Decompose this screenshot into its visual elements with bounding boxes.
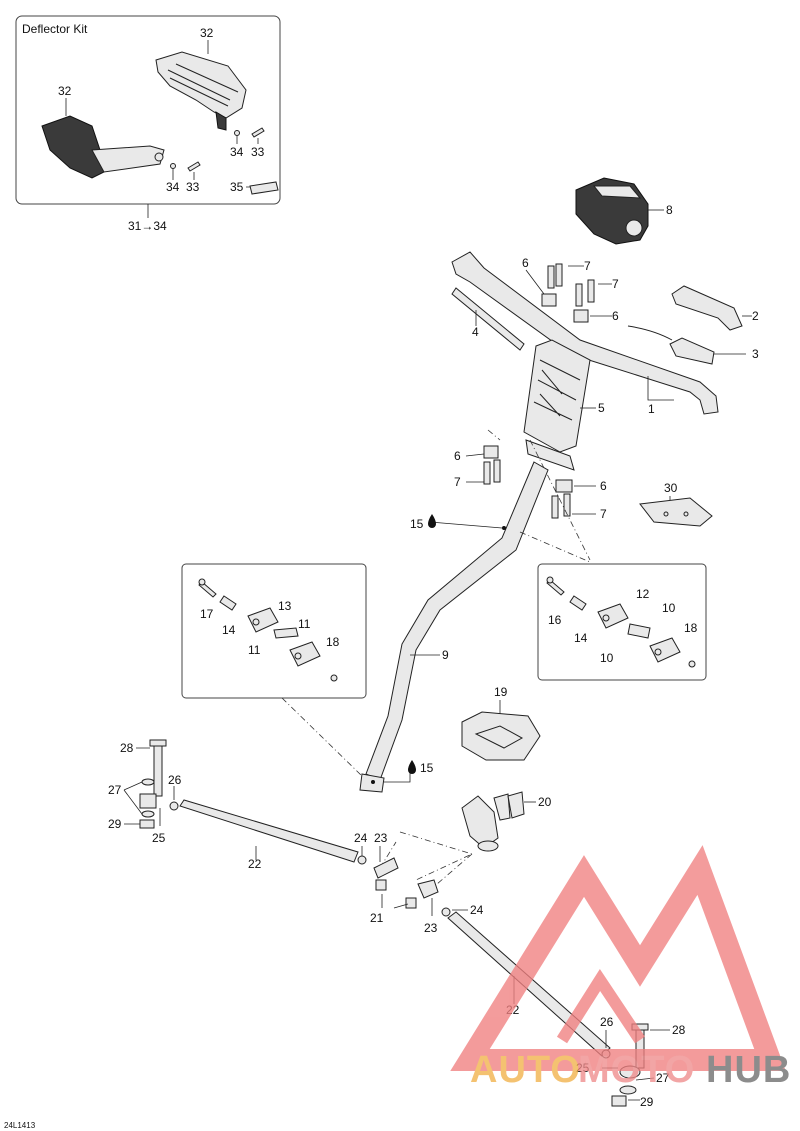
part-3-grip: 3 xyxy=(627,325,759,365)
callout-9: 9 xyxy=(442,648,449,662)
callout-12: 12 xyxy=(636,587,650,601)
callout-3: 3 xyxy=(752,347,759,361)
kit-title: Deflector Kit xyxy=(22,22,88,36)
callout-23-upper: 23 xyxy=(374,831,388,845)
callout-6-top-left: 6 xyxy=(522,256,529,270)
deflector-lower xyxy=(41,115,165,179)
callout-22-left: 22 xyxy=(248,857,262,871)
callout-34-lower: 34 xyxy=(166,180,180,194)
callout-16: 16 xyxy=(548,613,562,627)
center-pitman-bracket: 20 xyxy=(379,791,552,891)
callout-7-lower-right: 7 xyxy=(600,507,607,521)
callout-7-top-left: 7 xyxy=(584,259,591,273)
callout-7-top-right: 7 xyxy=(612,277,619,291)
center-tie-rod-ends: 24 23 21 23 24 xyxy=(354,831,484,935)
callout-10-left: 10 xyxy=(600,651,614,665)
callout-11-left: 11 xyxy=(248,643,261,657)
grease-drop-icon xyxy=(408,760,416,774)
watermark-hub: HUB xyxy=(706,1049,791,1091)
callout-20: 20 xyxy=(538,795,552,809)
callout-10-right: 10 xyxy=(662,601,676,615)
watermark-auto: AUTO xyxy=(470,1049,581,1091)
deflector-kit-panel: Deflector Kit 32 32 34 33 34 33 35 xyxy=(15,15,281,205)
part-22-tie-rod-left: 22 xyxy=(179,799,359,871)
callout-26-right: 26 xyxy=(600,1015,614,1029)
callout-6-lower-left: 6 xyxy=(454,449,461,463)
callout-15-lower: 15 xyxy=(420,761,434,775)
watermark-moto: MOTO xyxy=(578,1049,695,1091)
callout-29-right: 29 xyxy=(640,1095,654,1109)
callout-33-upper: 33 xyxy=(251,145,265,159)
callout-33-lower: 33 xyxy=(186,180,200,194)
part-2-grip: 2 xyxy=(671,285,759,331)
watermark-logo: AUTO MOTO HUB xyxy=(450,845,791,1091)
callout-2: 2 xyxy=(752,309,759,323)
callout-32-upper: 32 xyxy=(200,26,214,40)
callout-5: 5 xyxy=(598,401,605,415)
callout-8: 8 xyxy=(666,203,673,217)
callout-21: 21 xyxy=(370,911,384,925)
callout-30: 30 xyxy=(664,481,678,495)
callout-15-upper: 15 xyxy=(410,517,424,531)
callout-7-lower-left: 7 xyxy=(454,475,461,489)
kit-range-label: 31→34 xyxy=(128,219,167,233)
part-8-cover: 8 xyxy=(575,177,673,245)
callout-29-left: 29 xyxy=(108,817,122,831)
callout-17: 17 xyxy=(200,607,214,621)
part-30-plate: 30 xyxy=(639,481,713,527)
callout-32-lower: 32 xyxy=(58,84,72,98)
deflector-upper xyxy=(155,51,247,131)
grease-drop-icon xyxy=(428,514,436,528)
callout-27-right: 27 xyxy=(656,1071,670,1085)
part-4-rod: 4 xyxy=(451,287,525,351)
callout-11-right: 11 xyxy=(298,617,311,631)
part-9-steering-column: 15 9 15 xyxy=(359,461,549,793)
part-19-boot: 19 xyxy=(461,685,541,761)
detail-left-panel: 17 14 13 11 11 18 xyxy=(181,563,367,777)
callout-34-upper: 34 xyxy=(230,145,244,159)
callout-35: 35 xyxy=(230,180,244,194)
detail-right-panel: 16 14 12 10 10 18 xyxy=(519,531,707,681)
callout-18-right: 18 xyxy=(684,621,698,635)
top-clamps: 6 7 7 6 xyxy=(522,256,619,323)
callout-18-left: 18 xyxy=(326,635,340,649)
callout-28-right: 28 xyxy=(672,1023,686,1037)
drawing-code: 24L1413 xyxy=(4,1121,36,1130)
callout-1: 1 xyxy=(648,402,655,416)
callout-14-right: 14 xyxy=(574,631,588,645)
kit-hardware xyxy=(170,127,279,195)
callout-28-left: 28 xyxy=(120,741,134,755)
column-head: 6 7 6 7 xyxy=(454,429,607,561)
callout-23-lower: 23 xyxy=(424,921,438,935)
callout-24-lower: 24 xyxy=(470,903,484,917)
part-1-handlebar: 1 xyxy=(451,251,719,416)
part-5-riser: 5 xyxy=(523,339,605,453)
callout-6-lower-right: 6 xyxy=(600,479,607,493)
callout-4: 4 xyxy=(472,325,479,339)
callout-14-left: 14 xyxy=(222,623,236,637)
callout-19: 19 xyxy=(494,685,508,699)
callout-24-upper: 24 xyxy=(354,831,368,845)
callout-13: 13 xyxy=(278,599,292,613)
callout-26-left: 26 xyxy=(168,773,182,787)
right-tie-rod-end: 26 28 25 27 29 xyxy=(576,1015,686,1109)
callout-6-top-right: 6 xyxy=(612,309,619,323)
callout-25-left: 25 xyxy=(152,831,166,845)
left-tie-rod-end: 28 26 27 29 25 xyxy=(108,739,182,845)
callout-27-left: 27 xyxy=(108,783,122,797)
